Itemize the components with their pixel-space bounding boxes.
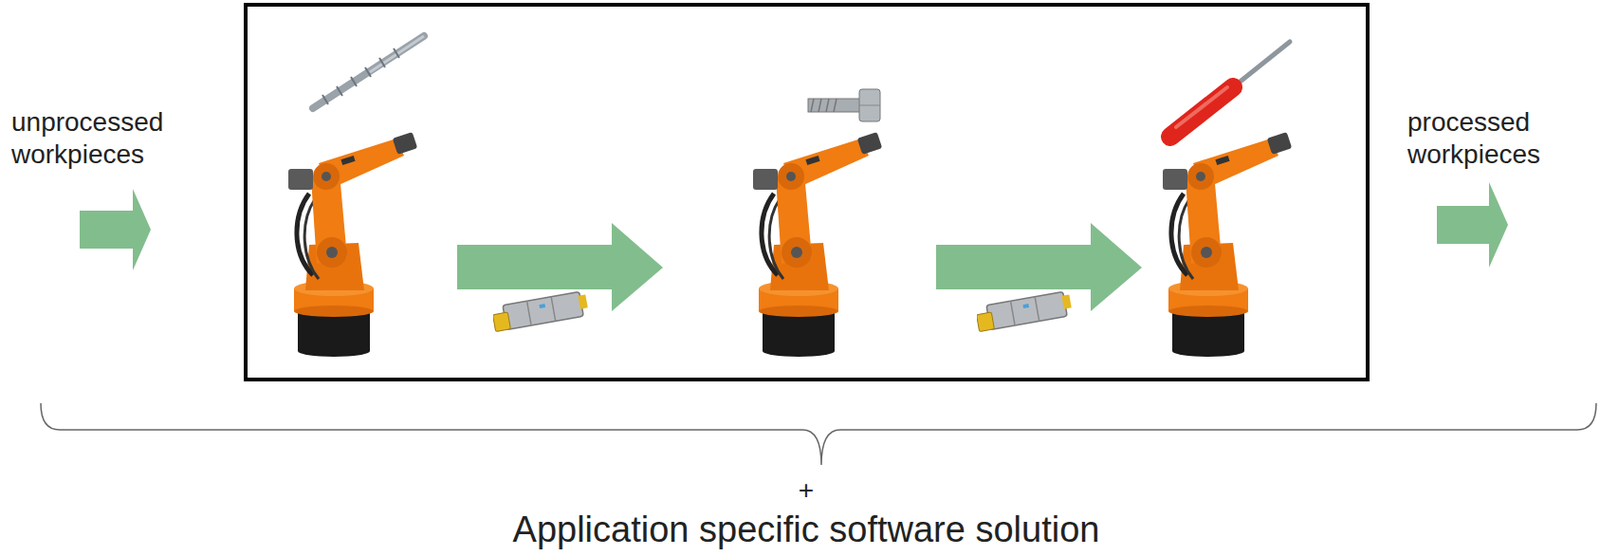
bolt xyxy=(808,89,881,122)
screwdriver xyxy=(1170,41,1290,137)
software-label: Application specific software solution xyxy=(513,508,1101,552)
output-label: processed workpieces xyxy=(1407,106,1579,170)
cell-frame xyxy=(245,4,1368,380)
transfer-unit xyxy=(491,291,589,332)
robot xyxy=(753,131,883,357)
robot xyxy=(288,131,418,357)
robot xyxy=(1162,131,1292,357)
output-arrow xyxy=(1436,182,1509,268)
brace xyxy=(40,403,1597,465)
input-arrow xyxy=(79,188,151,271)
input-label: unprocessed workpieces xyxy=(11,106,192,170)
transfer-unit xyxy=(974,291,1073,332)
plus-sign: + xyxy=(798,474,814,507)
drill-bit xyxy=(312,36,424,109)
